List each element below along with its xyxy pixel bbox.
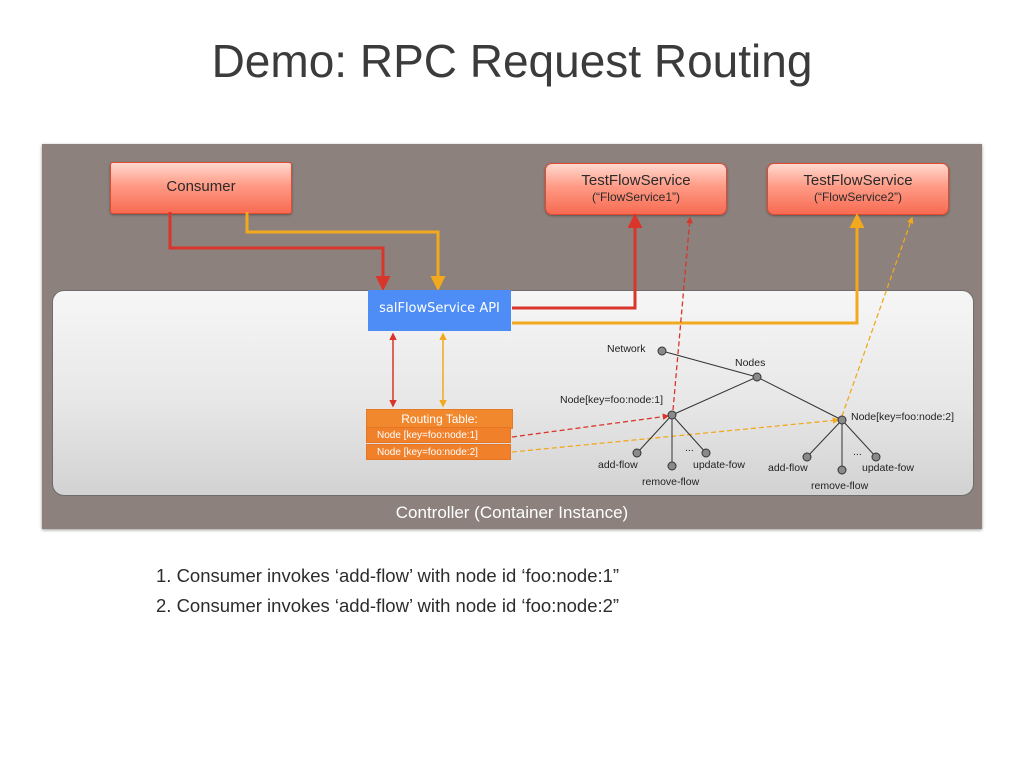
node1-update-flow-dot <box>701 448 711 458</box>
tree-label-node2-remove-flow: remove-flow <box>811 480 869 492</box>
routing-table-row-node2: Node [key=foo:node:2] <box>366 444 511 460</box>
red-dashed-route-to-node1 <box>511 413 670 438</box>
nodes-node-dot <box>752 372 762 382</box>
consumer-box: Consumer <box>110 162 292 214</box>
tree-label-node2: Node[key=foo:node:2] <box>851 411 954 423</box>
flow-service-2-box: TestFlowService (“FlowService2”) <box>767 163 949 215</box>
node2-update-flow-dot <box>871 452 881 462</box>
node-tree-dots <box>632 346 881 475</box>
flow-service-2-name: TestFlowService <box>803 172 913 189</box>
step-item-1: 1. Consumer invokes ‘add-flow’ with node… <box>156 565 620 586</box>
orange-dashed-route-to-node2 <box>511 417 840 453</box>
orange-dashed-node2-to-service-2 <box>841 216 914 417</box>
red-dashed-node1-to-service-1 <box>672 216 693 411</box>
flow-service-1-instance: (“FlowService1”) <box>591 190 680 204</box>
flow-service-2-instance: (“FlowService2”) <box>813 190 902 204</box>
consumer-label: Consumer <box>166 178 236 195</box>
tree-label-node1: Node[key=foo:node:1] <box>560 394 663 406</box>
tree-label-node1-more: ... <box>685 442 694 454</box>
routing-table-header: Routing Table: <box>366 409 513 429</box>
tree-label-network: Network <box>607 343 646 355</box>
node1-dot <box>667 410 677 420</box>
tree-label-nodes: Nodes <box>735 357 765 369</box>
network-node-dot <box>657 346 667 356</box>
red-path-consumer-to-api <box>168 212 391 291</box>
orange-path-api-to-service-2 <box>512 213 865 325</box>
node1-add-flow-dot <box>632 448 642 458</box>
tree-label-node1-remove-flow: remove-flow <box>642 476 700 488</box>
node2-add-flow-dot <box>802 452 812 462</box>
slide-title: Demo: RPC Request Routing <box>211 35 813 87</box>
tree-label-node2-update-flow: update-fow <box>862 462 914 474</box>
tree-label-node1-update-flow: update-fow <box>693 459 745 471</box>
controller-label: Controller (Container Instance) <box>395 503 629 522</box>
routing-table-row-node1: Node [key=foo:node:1] <box>366 427 511 443</box>
sal-flow-service-api-box: salFlowService API <box>368 290 511 331</box>
flow-service-1-name: TestFlowService <box>581 172 691 189</box>
step-item-2: 2. Consumer invokes ‘add-flow’ with node… <box>156 595 620 616</box>
tree-label-node2-add-flow: add-flow <box>768 462 808 474</box>
node-tree-edges <box>636 350 877 470</box>
red-path-api-to-service-1 <box>512 213 643 310</box>
node2-dot <box>837 415 847 425</box>
step-list: 1. Consumer invokes ‘add-flow’ with node… <box>156 563 619 623</box>
tree-label-node2-more: ... <box>853 446 862 458</box>
orange-path-consumer-to-api <box>245 212 446 291</box>
node1-remove-flow-dot <box>667 461 677 471</box>
tree-label-node1-add-flow: add-flow <box>598 459 638 471</box>
node2-remove-flow-dot <box>837 465 847 475</box>
